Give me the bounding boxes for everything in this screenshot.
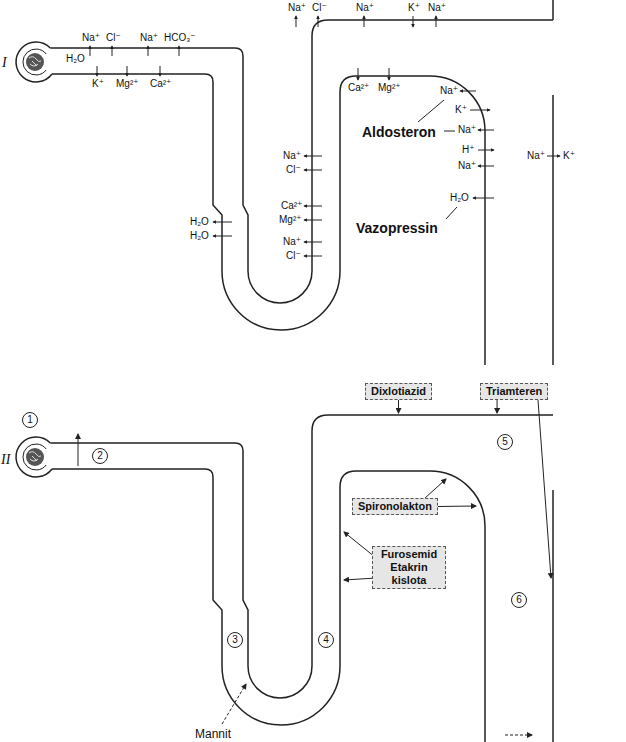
ion-label: H⁺	[462, 144, 475, 156]
ion-label: H₂O	[190, 230, 209, 242]
ion-label: Na⁺	[283, 150, 301, 162]
ion-label: Cl⁻	[312, 2, 327, 14]
ion-label: K⁺	[92, 78, 104, 90]
ion-label: Mg²⁺	[378, 82, 401, 94]
drug-box: Spironolakton	[352, 498, 438, 515]
site-number: 6	[509, 594, 529, 606]
ion-label: Na⁺	[458, 160, 476, 172]
site-number: 3	[225, 634, 245, 646]
ion-label: Cl⁻	[106, 32, 121, 44]
ion-label: Mg²⁺	[279, 214, 302, 226]
ion-label: K⁺	[455, 104, 467, 116]
drug-label: Mannit	[195, 727, 231, 741]
ion-label: Na⁺	[458, 124, 476, 136]
drug-site-arrow	[497, 400, 498, 413]
duct-wall	[552, 0, 554, 20]
hormone-label: Aldosteron	[362, 124, 436, 141]
ion-label: Na⁺	[283, 236, 301, 248]
panel-numeral: I	[2, 55, 7, 71]
ion-label: Na⁺	[82, 32, 100, 44]
drug-name: Spironolakton	[358, 500, 432, 513]
ion-label: Ca²⁺	[348, 82, 369, 94]
drug-name: Triamteren	[486, 385, 542, 398]
site-number: 4	[316, 634, 336, 646]
site-number: 5	[495, 436, 515, 448]
ion-label: Na⁺	[527, 150, 545, 162]
drug-site-arrow	[438, 506, 476, 508]
hormone-label: Vazopressin	[356, 220, 438, 237]
drug-site-arrow	[344, 532, 372, 555]
ion-label: Cl⁻	[286, 250, 301, 262]
nephron-outline	[16, 20, 553, 365]
number-circles	[23, 413, 527, 648]
ion-label: Na⁺	[428, 2, 446, 14]
ion-label: Na⁺	[440, 85, 458, 97]
ion-label: Ca²⁺	[281, 200, 302, 212]
drug-name: Dixlotiazid	[371, 385, 426, 398]
site-arrows	[78, 434, 532, 735]
drug-name: Furosemid Etakrin kislota	[378, 548, 440, 587]
ion-label: Na⁺	[140, 32, 158, 44]
ion-label: H₂O	[66, 53, 85, 65]
ion-label: H₂O	[190, 216, 209, 228]
drug-box: Furosemid Etakrin kislota	[372, 546, 446, 589]
ion-label: K⁺	[408, 2, 420, 14]
panel-numeral: II	[1, 452, 10, 468]
drug-site-arrow	[398, 400, 399, 413]
ion-label: Mg²⁺	[116, 78, 139, 90]
ion-label: Na⁺	[288, 2, 306, 14]
site-number: 1	[20, 414, 40, 426]
drug-site-arrow	[538, 400, 551, 578]
transport-arrows	[90, 16, 560, 256]
site-number: 2	[90, 450, 110, 462]
nephron-outline	[16, 415, 553, 742]
ion-label: HCO₃⁻	[164, 32, 196, 44]
drug-site-arrow	[425, 479, 446, 498]
ion-label: Cl⁻	[286, 164, 301, 176]
drug-site-arrow	[344, 578, 372, 580]
ion-label: K⁺	[563, 150, 575, 162]
ion-label: Ca²⁺	[150, 78, 171, 90]
ion-label: Na⁺	[356, 2, 374, 14]
drug-box: Triamteren	[480, 383, 548, 400]
ion-label: H₂O	[450, 192, 469, 204]
drug-box: Dixlotiazid	[365, 383, 432, 400]
